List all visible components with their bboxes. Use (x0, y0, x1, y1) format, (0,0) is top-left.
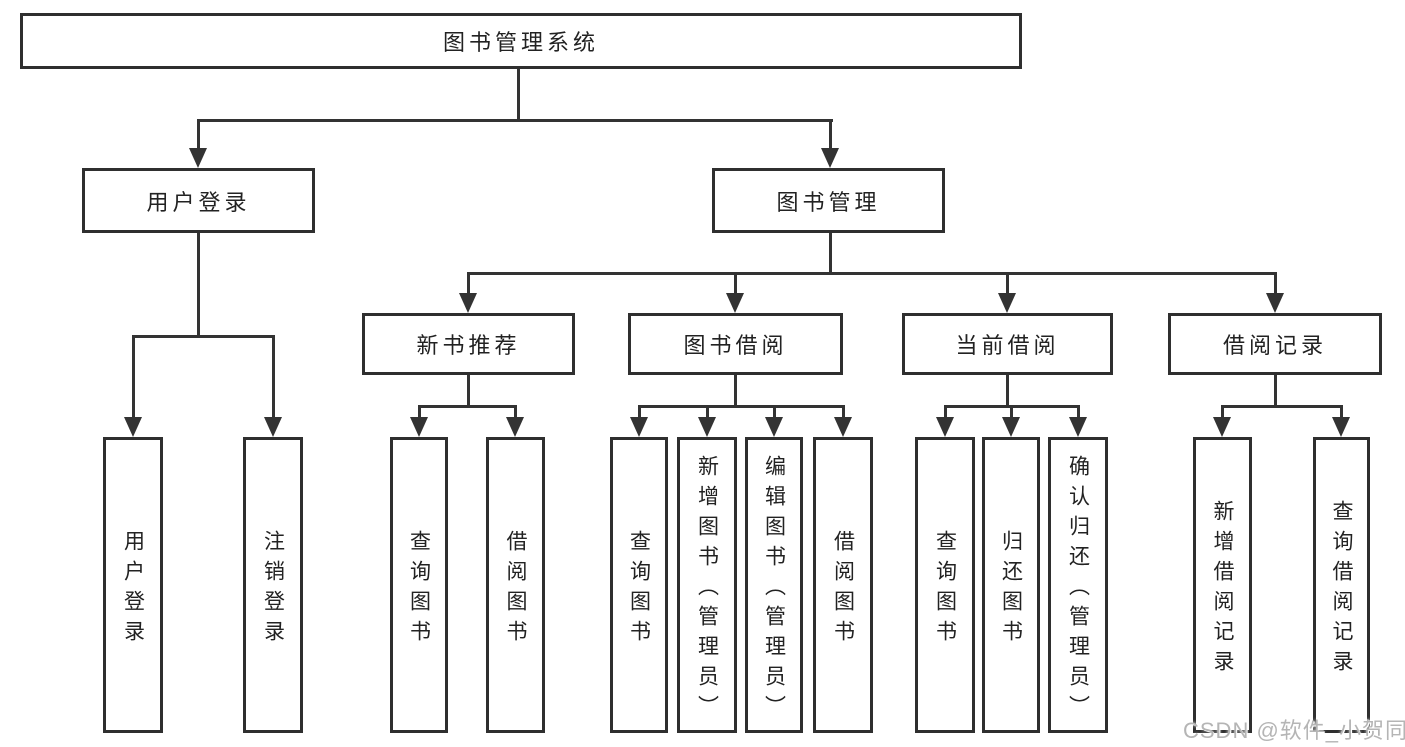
node-user-login: 用户登录 (82, 168, 315, 233)
arrow-down-icon (506, 417, 524, 437)
arrow-down-icon (1002, 417, 1020, 437)
node-leaf-confirm-return-admin-label: 确认归还（管理员） (1066, 454, 1090, 725)
node-leaf-borrow-books-recommend: 借阅图书 (486, 437, 545, 733)
arrow-down-icon (459, 293, 477, 313)
node-leaf-borrow-books: 借阅图书 (813, 437, 873, 733)
connector-leaf-stem (638, 405, 641, 419)
arrow-down-icon (821, 148, 839, 168)
node-leaf-query-books-borrowing-label: 查询图书 (627, 529, 651, 650)
arrow-down-icon (1069, 417, 1087, 437)
node-current-borrowing: 当前借阅 (902, 313, 1113, 375)
node-borrowing-records-label: 借阅记录 (1222, 333, 1327, 358)
connector-book-mgmt-drop (829, 233, 832, 275)
node-leaf-return-books-label: 归还图书 (999, 529, 1023, 650)
connector-user-login-drop (197, 233, 200, 338)
connector-leaf-stem (706, 405, 709, 419)
node-leaf-user-login-label: 用户登录 (121, 529, 145, 650)
node-book-management: 图书管理 (712, 168, 945, 233)
arrow-down-icon (726, 293, 744, 313)
arrow-down-icon (189, 148, 207, 168)
connector-leaf-stem (944, 405, 947, 419)
node-leaf-add-books-admin-label: 新增图书（管理员） (695, 454, 719, 725)
node-book-borrowing-label: 图书借阅 (683, 333, 788, 358)
connector-borrow-record-rail (1221, 405, 1342, 408)
connector-new-book-rail (418, 405, 517, 408)
node-library-system: 图书管理系统 (20, 13, 1022, 69)
arrow-down-icon (1266, 293, 1284, 313)
connector-book-mgmt-stem (829, 119, 832, 150)
connector-book-borrow-drop (734, 375, 737, 408)
connector-login-leaf-stem (132, 335, 135, 417)
connector-leaf-stem (842, 405, 845, 419)
arrow-down-icon (936, 417, 954, 437)
node-user-login-label: 用户登录 (146, 189, 251, 215)
connector-book-borrow-stem (734, 272, 737, 293)
node-leaf-borrow-books-recommend-label: 借阅图书 (504, 529, 527, 650)
node-new-book-recommendation-label: 新书推荐 (416, 333, 521, 358)
arrow-down-icon (124, 417, 142, 437)
connector-current-borrow-stem (1006, 272, 1009, 293)
node-leaf-query-books-current: 查询图书 (915, 437, 975, 733)
connector-level2-rail (197, 119, 833, 122)
arrow-down-icon (630, 417, 648, 437)
connector-leaf-stem (514, 405, 517, 419)
connector-user-login-stem (197, 119, 200, 150)
arrow-down-icon (264, 417, 282, 437)
connector-level3-rail (467, 272, 1277, 275)
node-leaf-query-books-recommend: 查询图书 (390, 437, 448, 733)
node-leaf-query-books-recommend-label: 查询图书 (407, 529, 431, 650)
node-borrowing-records: 借阅记录 (1168, 313, 1382, 375)
node-leaf-query-books-current-label: 查询图书 (933, 529, 957, 650)
arrow-down-icon (410, 417, 428, 437)
connector-borrow-record-stem (1274, 272, 1277, 293)
node-library-system-label: 图书管理系统 (442, 30, 599, 55)
node-current-borrowing-label: 当前借阅 (955, 333, 1060, 358)
node-new-book-recommendation: 新书推荐 (362, 313, 575, 375)
node-book-borrowing: 图书借阅 (628, 313, 843, 375)
connector-leaf-stem (418, 405, 421, 419)
node-leaf-confirm-return-admin: 确认归还（管理员） (1048, 437, 1108, 733)
arrow-down-icon (1213, 417, 1231, 437)
connector-new-book-drop (467, 375, 470, 408)
node-leaf-query-borrow-record: 查询借阅记录 (1313, 437, 1370, 733)
connector-logout-leaf-stem (272, 335, 275, 417)
connector-user-login-rail (132, 335, 275, 338)
connector-book-borrow-rail (638, 405, 843, 408)
connector-leaf-stem (1077, 405, 1080, 419)
csdn-watermark: CSDN @软件_小贺同学 (1183, 718, 1405, 743)
node-leaf-edit-books-admin: 编辑图书（管理员） (745, 437, 803, 733)
node-leaf-borrow-books-label: 借阅图书 (831, 529, 855, 650)
connector-root-drop (517, 69, 520, 120)
arrow-down-icon (1332, 417, 1350, 437)
node-leaf-user-login: 用户登录 (103, 437, 163, 733)
connector-borrow-record-drop (1274, 375, 1277, 408)
node-leaf-logout-label: 注销登录 (261, 529, 285, 650)
connector-leaf-stem (773, 405, 776, 419)
arrow-down-icon (998, 293, 1016, 313)
connector-current-borrow-drop (1006, 375, 1009, 408)
arrow-down-icon (765, 417, 783, 437)
connector-new-book-stem (467, 272, 470, 293)
node-leaf-query-borrow-record-label: 查询借阅记录 (1330, 499, 1353, 680)
node-leaf-return-books: 归还图书 (982, 437, 1040, 733)
arrow-down-icon (698, 417, 716, 437)
node-leaf-add-books-admin: 新增图书（管理员） (677, 437, 737, 733)
node-leaf-add-borrow-record: 新增借阅记录 (1193, 437, 1252, 733)
node-leaf-edit-books-admin-label: 编辑图书（管理员） (762, 454, 786, 725)
connector-leaf-stem (1221, 405, 1224, 419)
node-book-management-label: 图书管理 (776, 189, 881, 215)
node-leaf-add-borrow-record-label: 新增借阅记录 (1211, 499, 1234, 680)
node-leaf-logout: 注销登录 (243, 437, 303, 733)
node-leaf-query-books-borrowing: 查询图书 (610, 437, 668, 733)
connector-leaf-stem (1340, 405, 1343, 419)
connector-leaf-stem (1010, 405, 1013, 419)
arrow-down-icon (834, 417, 852, 437)
